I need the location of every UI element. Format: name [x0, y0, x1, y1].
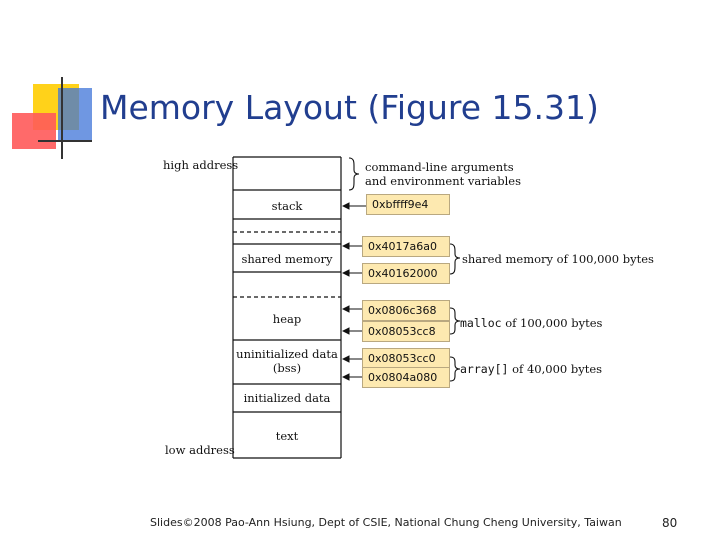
address-stack-top: 0xbffff9e4 — [366, 194, 450, 215]
segment-bss-line2: (bss) — [272, 361, 302, 375]
cmdline-annotation: command-line arguments and environment v… — [365, 160, 521, 188]
address-heap-high: 0x0806c368 — [362, 300, 450, 321]
malloc-code: malloc — [460, 316, 502, 330]
array-annotation: array[] of 40,000 bytes — [460, 362, 602, 376]
address-heap-low: 0x08053cc8 — [362, 321, 450, 342]
segment-shared-memory: shared memory — [241, 252, 333, 266]
array-code: array[] — [460, 362, 509, 376]
slide-footer: Slides©2008 Pao-Ann Hsiung, Dept of CSIE… — [150, 516, 622, 529]
decor-horizontal-line — [38, 140, 92, 142]
slide-title: Memory Layout (Figure 15.31) — [100, 88, 599, 127]
decor-vertical-line — [61, 77, 63, 159]
page-number: 80 — [662, 516, 678, 530]
cmdline-line1: command-line arguments — [365, 160, 514, 174]
high-address-label: high address — [163, 158, 239, 172]
address-bss-high: 0x08053cc0 — [362, 348, 450, 369]
segment-stack: stack — [271, 199, 303, 213]
address-bss-low: 0x0804a080 — [362, 367, 450, 388]
segment-bss: uninitialized data (bss) — [233, 347, 341, 375]
segment-initialized-data: initialized data — [243, 391, 331, 405]
address-shm-low: 0x40162000 — [362, 263, 450, 284]
address-shm-high: 0x4017a6a0 — [362, 236, 450, 257]
segment-bss-line1: uninitialized data — [236, 347, 338, 361]
segment-heap: heap — [272, 312, 302, 326]
cmdline-line2: and environment variables — [365, 174, 522, 188]
malloc-rest: of 100,000 bytes — [501, 316, 603, 330]
array-rest: of 40,000 bytes — [508, 362, 603, 376]
segment-text: text — [275, 429, 299, 443]
low-address-label: low address — [165, 443, 235, 457]
decor-red-square — [12, 113, 56, 149]
decor-blue-square — [58, 88, 92, 142]
shared-memory-size-annotation: shared memory of 100,000 bytes — [462, 252, 654, 266]
malloc-annotation: malloc of 100,000 bytes — [460, 316, 602, 330]
